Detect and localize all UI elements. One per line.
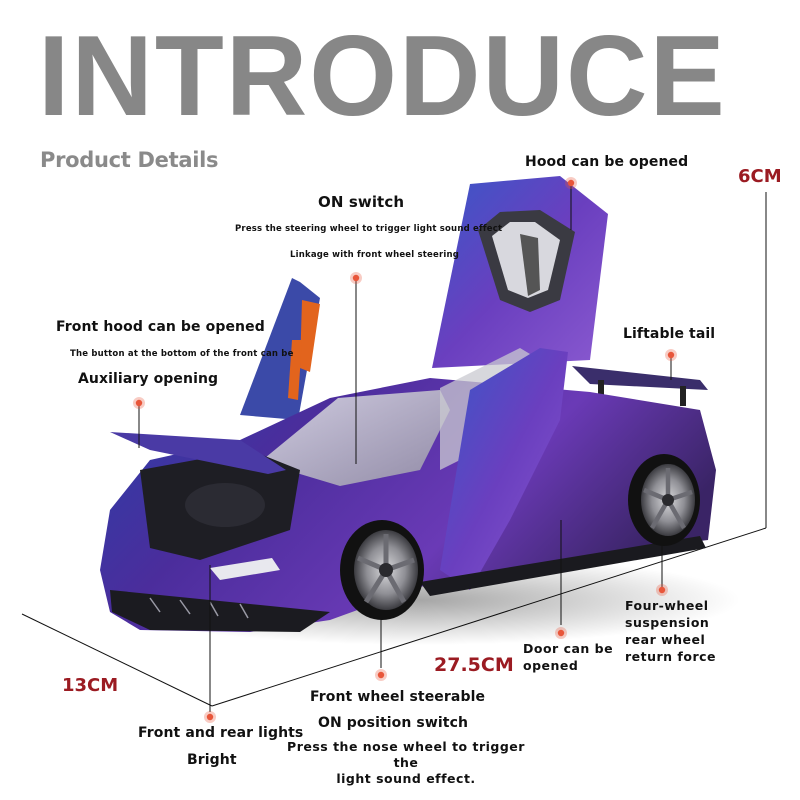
callout-front-hood-line2: Auxiliary opening bbox=[78, 371, 219, 387]
dot-on-switch bbox=[352, 274, 360, 282]
callout-door-line1: Door can be bbox=[523, 641, 614, 656]
callout-on-switch-line2: Linkage with front wheel steering bbox=[290, 250, 460, 260]
dimension-height-label: 6CM bbox=[738, 166, 782, 187]
page-title: INTRODUCE bbox=[38, 13, 727, 140]
dot-front-wheel bbox=[377, 671, 385, 679]
callout-suspension: Four-wheel suspension rear wheel return … bbox=[625, 597, 745, 665]
front-wheel bbox=[340, 520, 424, 620]
callout-door: Door can be opened bbox=[523, 640, 623, 674]
dot-lights bbox=[206, 713, 214, 721]
callout-door-line2: opened bbox=[523, 658, 579, 673]
rear-wing bbox=[572, 366, 708, 390]
callout-front-wheel-title: Front wheel steerable bbox=[310, 689, 486, 705]
callout-front-hood-line1: The button at the bottom of the front ca… bbox=[70, 349, 294, 359]
width-dimension-line bbox=[21, 613, 213, 707]
callout-suspension-line1: Four-wheel bbox=[625, 598, 709, 613]
car-illustration bbox=[100, 176, 716, 632]
callout-dots bbox=[133, 177, 677, 723]
dimension-length-label: 27.5CM bbox=[434, 654, 514, 676]
callout-front-wheel-line1: ON position switch bbox=[318, 715, 469, 731]
callout-tail-title: Liftable tail bbox=[623, 326, 716, 342]
callout-hood-title: Hood can be opened bbox=[525, 154, 689, 170]
callout-suspension-line2: suspension bbox=[625, 615, 710, 630]
callout-lights-line1: Bright bbox=[187, 752, 237, 768]
dimension-width-label: 13CM bbox=[62, 675, 119, 696]
front-hood-open bbox=[110, 432, 286, 474]
dot-door bbox=[557, 629, 565, 637]
callout-front-wheel-line2: Press the nose wheel to trigger the bbox=[287, 739, 525, 770]
callout-suspension-line4: return force bbox=[625, 649, 717, 664]
callout-suspension-line3: rear wheel bbox=[625, 632, 706, 647]
dot-hood bbox=[567, 179, 575, 187]
callout-on-switch-line1: Press the steering wheel to trigger ligh… bbox=[235, 224, 503, 234]
callout-lights-title: Front and rear lights bbox=[138, 725, 304, 741]
right-door-open bbox=[440, 348, 568, 590]
callout-leaders bbox=[138, 183, 672, 712]
callout-front-wheel-desc: Press the nose wheel to trigger the ligh… bbox=[286, 739, 526, 787]
callout-on-switch-title: ON switch bbox=[318, 193, 405, 211]
left-door-open bbox=[240, 278, 320, 420]
windshield bbox=[260, 390, 450, 486]
callout-front-hood-title: Front hood can be opened bbox=[56, 319, 265, 335]
headlight bbox=[210, 558, 280, 580]
dot-front-hood bbox=[135, 399, 143, 407]
product-details-heading: Product Details bbox=[40, 148, 219, 172]
front-grille bbox=[110, 590, 330, 632]
dot-suspension bbox=[658, 586, 666, 594]
dot-tail bbox=[667, 351, 675, 359]
callout-front-wheel-line3: light sound effect. bbox=[336, 771, 476, 786]
rear-wheel bbox=[628, 454, 700, 546]
